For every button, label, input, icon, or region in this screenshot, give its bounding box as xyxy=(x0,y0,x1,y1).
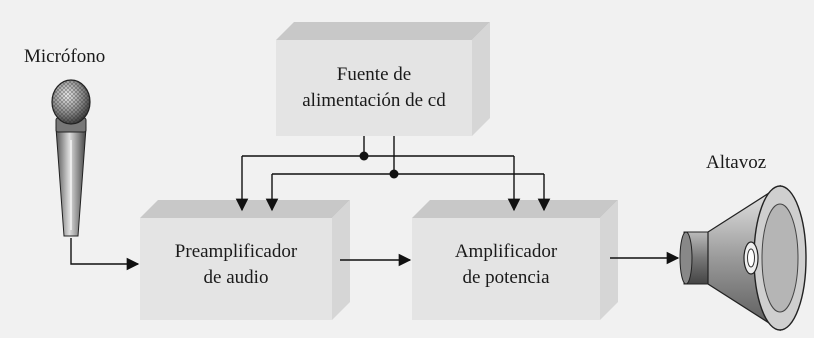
preamplifier-line1: Preamplificador xyxy=(174,241,298,262)
speaker-icon xyxy=(679,184,807,332)
power-supply-line2: alimentación de cd xyxy=(302,90,446,111)
supply-wiring xyxy=(235,136,551,212)
preamplifier-line2: de audio xyxy=(203,267,269,288)
microphone-label: Micrófono xyxy=(24,46,106,67)
preamplifier-block xyxy=(140,200,350,320)
power-amplifier-line1: Amplificador xyxy=(454,241,558,262)
junction-dot xyxy=(359,151,369,161)
power-supply-text: Fuente de alimentación de cd xyxy=(276,40,472,136)
power-amplifier-text: Amplificador de potencia xyxy=(412,230,600,300)
microphone-icon xyxy=(51,79,91,237)
power-supply-line1: Fuente de xyxy=(336,64,412,85)
preamplifier-text: Preamplificador de audio xyxy=(140,230,332,300)
power-amplifier-line2: de potencia xyxy=(462,267,550,288)
junction-dot xyxy=(389,169,399,179)
power-supply-block xyxy=(276,22,490,136)
speaker-label: Altavoz xyxy=(706,152,767,173)
signal-path xyxy=(70,238,680,271)
